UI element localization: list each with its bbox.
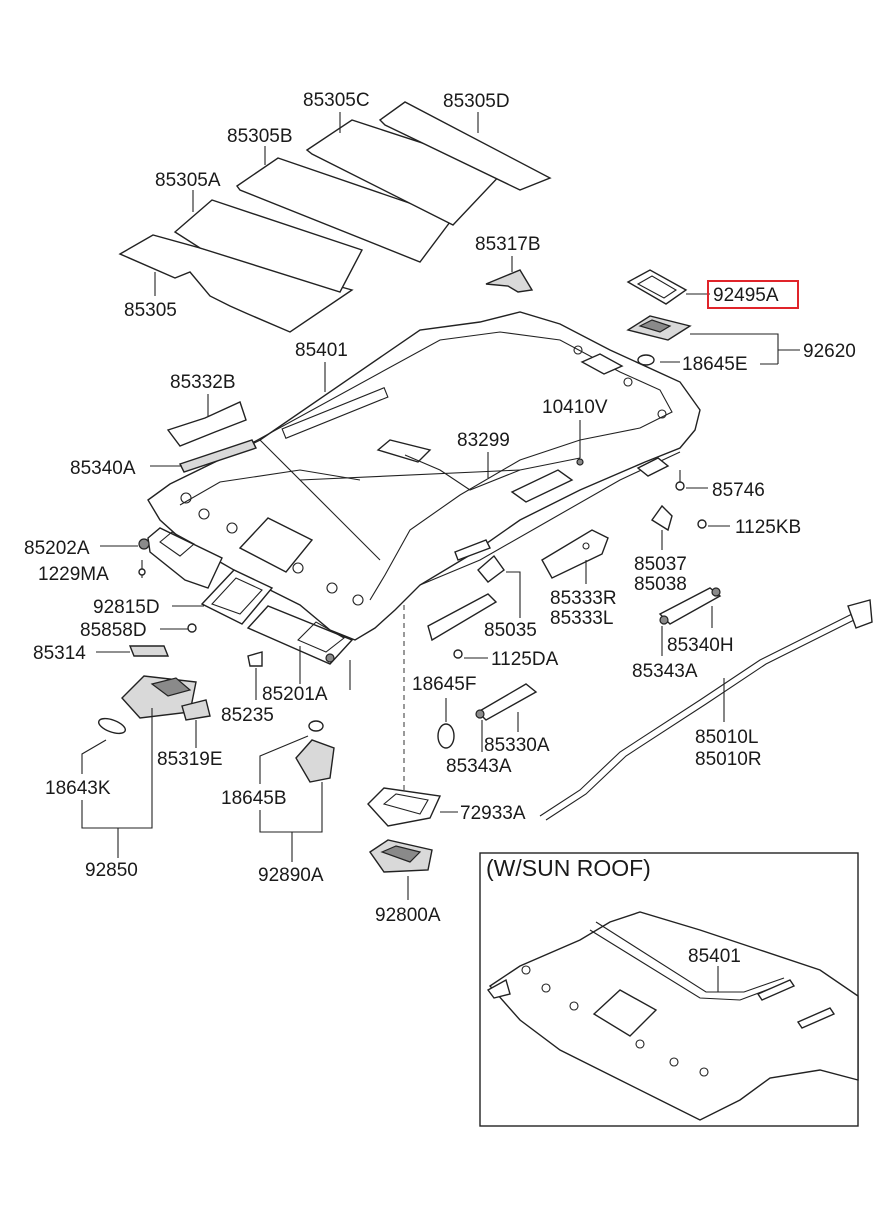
label-85305D: 85305D bbox=[443, 91, 510, 112]
clip-85037 bbox=[650, 504, 673, 532]
sunvisor-85202A bbox=[138, 527, 223, 589]
label-85333R: 85333R bbox=[550, 588, 617, 609]
label-85401: 85401 bbox=[295, 340, 348, 361]
bracket-85317B bbox=[485, 269, 534, 293]
bracket-85235 bbox=[247, 651, 263, 667]
label-85305: 85305 bbox=[124, 300, 177, 321]
highlight-box bbox=[707, 280, 799, 309]
label-85330A: 85330A bbox=[484, 735, 550, 756]
label-92850: 92850 bbox=[85, 860, 138, 881]
bezel-92495A bbox=[626, 269, 688, 305]
label-85340H: 85340H bbox=[667, 635, 734, 656]
rail bbox=[427, 539, 498, 642]
clip-85858D bbox=[187, 623, 197, 633]
label-85201A: 85201A bbox=[262, 684, 328, 705]
headliner-85401 bbox=[147, 311, 701, 690]
screw-1229MA bbox=[138, 560, 146, 578]
label-85202A: 85202A bbox=[24, 538, 90, 559]
bolt-1125KB bbox=[697, 519, 707, 529]
label-85343A-right: 85343A bbox=[632, 661, 698, 682]
label-85037: 85037 bbox=[634, 554, 687, 575]
lamp-92890A bbox=[295, 720, 335, 783]
grip-85330A bbox=[475, 683, 538, 721]
label-85235: 85235 bbox=[221, 705, 274, 726]
label-85319E: 85319E bbox=[157, 749, 223, 770]
label-10410V: 10410V bbox=[542, 397, 608, 418]
console-92850 bbox=[121, 675, 197, 719]
mirror-92815D bbox=[200, 569, 274, 625]
pad-85305A bbox=[173, 199, 364, 293]
wire-83299 bbox=[404, 454, 581, 491]
label-85314: 85314 bbox=[33, 643, 86, 664]
label-18645B: 18645B bbox=[221, 788, 287, 809]
bracket-85332B bbox=[166, 401, 247, 447]
label-85746: 85746 bbox=[712, 480, 765, 501]
inset-label-85401: 85401 bbox=[688, 946, 741, 967]
pad-85319E bbox=[181, 699, 211, 721]
lens-72933A bbox=[367, 787, 442, 827]
label-85858D: 85858D bbox=[80, 620, 147, 641]
lamp-92620 bbox=[626, 315, 692, 341]
bulb-18643K bbox=[97, 717, 127, 735]
label-92800A: 92800A bbox=[375, 905, 441, 926]
label-85333L: 85333L bbox=[550, 608, 613, 629]
label-1229MA: 1229MA bbox=[38, 564, 109, 585]
label-85305B: 85305B bbox=[227, 126, 293, 147]
strip-85340A bbox=[179, 439, 257, 473]
lamp-92800A bbox=[369, 839, 433, 873]
label-1125KB: 1125KB bbox=[735, 517, 801, 538]
bracket-85333R bbox=[541, 529, 609, 579]
inset-panel bbox=[479, 852, 859, 1127]
clip-10410V bbox=[576, 458, 584, 466]
label-85340A: 85340A bbox=[70, 458, 136, 479]
label-85038: 85038 bbox=[634, 574, 687, 595]
label-85343A-center: 85343A bbox=[446, 756, 512, 777]
label-85010R: 85010R bbox=[695, 749, 762, 770]
label-85332B: 85332B bbox=[170, 372, 236, 393]
label-85305C: 85305C bbox=[303, 90, 370, 111]
label-92620: 92620 bbox=[803, 341, 856, 362]
label-85010L: 85010L bbox=[695, 727, 758, 748]
screw-85746 bbox=[675, 470, 685, 491]
label-85305A: 85305A bbox=[155, 170, 221, 191]
pad-85314 bbox=[128, 645, 170, 657]
label-18645E: 18645E bbox=[682, 354, 748, 375]
label-85035: 85035 bbox=[484, 620, 537, 641]
pad-85305C bbox=[305, 119, 507, 226]
screw-1125DA bbox=[453, 649, 463, 659]
label-18645F: 18645F bbox=[412, 674, 476, 695]
label-83299: 83299 bbox=[457, 430, 510, 451]
sunvisor-85201A bbox=[246, 605, 354, 665]
label-85317B: 85317B bbox=[475, 234, 541, 255]
pad-85305D bbox=[378, 101, 552, 191]
label-18643K: 18643K bbox=[45, 778, 111, 799]
grip-85340H bbox=[658, 587, 722, 625]
label-92890A: 92890A bbox=[258, 865, 324, 886]
label-92495A: 92495A bbox=[713, 285, 779, 306]
bulb-18645F bbox=[437, 723, 455, 749]
bulb-18645E bbox=[637, 354, 655, 366]
pad-85305B bbox=[236, 157, 455, 263]
label-92815D: 92815D bbox=[93, 597, 160, 618]
clip-85035 bbox=[477, 554, 505, 583]
airbag-85010 bbox=[539, 599, 873, 821]
label-1125DA: 1125DA bbox=[491, 649, 559, 670]
label-72933A: 72933A bbox=[460, 803, 526, 824]
inset-title: (W/SUN ROOF) bbox=[486, 855, 651, 881]
